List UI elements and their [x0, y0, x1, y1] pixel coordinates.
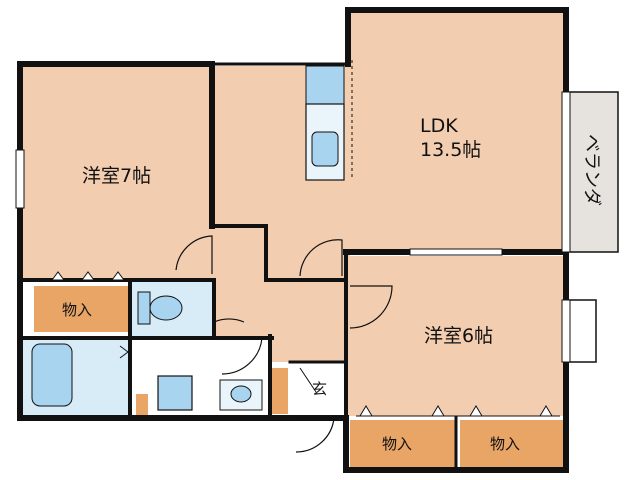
small-balcony	[567, 299, 597, 363]
door-room7	[175, 235, 213, 274]
kitchen-sink-icon	[311, 131, 339, 167]
ldk-floor	[350, 10, 566, 252]
balcony-label: ベランダ	[581, 134, 602, 206]
storage-label-2: 物入	[382, 435, 412, 453]
window-room6-right	[561, 299, 571, 363]
room-label-western-7: 洋室7帖	[82, 165, 151, 187]
storage-label-1: 物入	[62, 301, 92, 319]
washing-machine-icon	[157, 375, 193, 411]
bathtub-icon	[31, 343, 73, 407]
toilet-tank-icon	[137, 291, 151, 325]
refrigerator-space	[305, 65, 345, 105]
storage-label-3: 物入	[490, 435, 520, 453]
doors	[129, 235, 393, 453]
door-entrance	[295, 417, 335, 453]
door-washroom	[221, 337, 263, 375]
storage-closet-3	[460, 420, 564, 468]
toilet-bowl-icon	[149, 295, 183, 321]
washbasin-bowl-icon	[230, 385, 252, 403]
room-label-ldk-size: 13.5帖	[420, 139, 481, 161]
door-room6	[349, 285, 393, 329]
shoe-cabinet	[272, 368, 288, 414]
windows	[15, 91, 571, 363]
window-left	[15, 149, 25, 209]
washroom-shelf	[136, 394, 148, 416]
entrance-label: 玄	[312, 380, 327, 398]
storage-closet-2	[350, 420, 456, 468]
storage-closet-1	[34, 286, 128, 332]
entrance-step-line	[299, 367, 317, 393]
window-ldk-right	[561, 91, 571, 253]
closet-markers	[51, 271, 553, 417]
room-label-western-6: 洋室6帖	[424, 325, 493, 347]
balcony	[567, 91, 619, 253]
western-room-7-floor	[22, 66, 214, 280]
western-room-6-floor	[348, 256, 566, 416]
door-dining	[299, 239, 343, 277]
room-label-ldk: LDK	[420, 115, 458, 137]
sliding-door-ldk	[409, 248, 503, 256]
door-toilet	[213, 284, 245, 323]
